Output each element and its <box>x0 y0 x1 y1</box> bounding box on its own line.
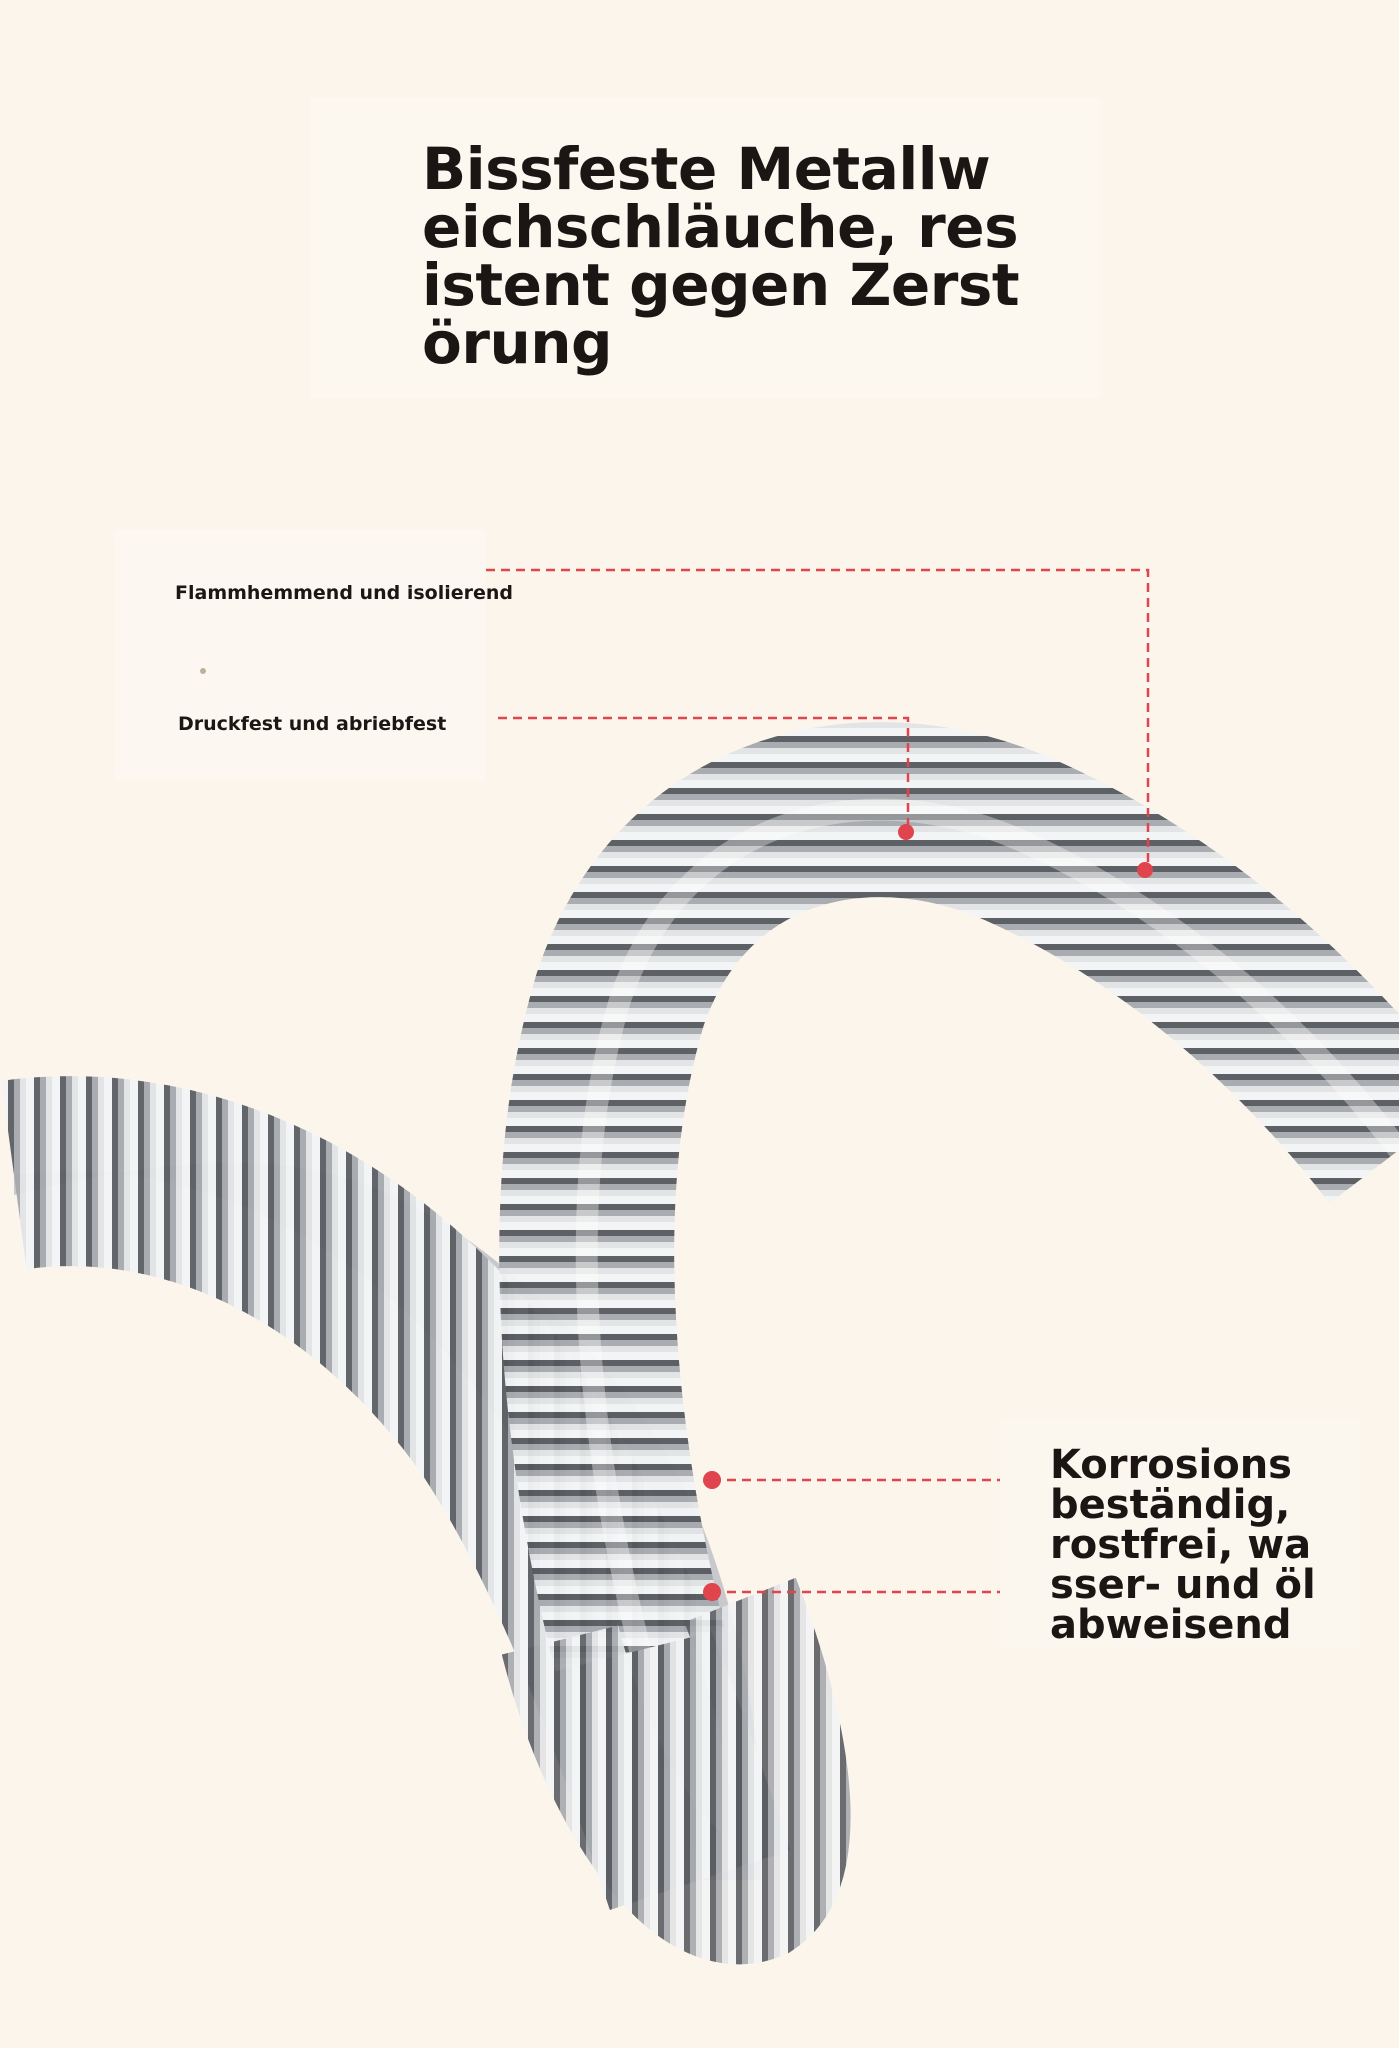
flame-retardant-label: Flammhemmend und isolierend <box>175 582 513 604</box>
callout-dot-corrosion-1 <box>703 1471 721 1489</box>
callout-dot-corrosion-2 <box>703 1583 721 1601</box>
dust-speck <box>200 668 206 674</box>
callout-lines <box>486 568 1150 1594</box>
corrosion-resistant-label: Korrosions beständig, rostfrei, wa sser-… <box>1050 1442 1316 1648</box>
label-backdrop <box>115 530 485 780</box>
callout-dots <box>703 824 1153 1601</box>
page-title: Bissfeste Metallw eichschläuche, res ist… <box>422 135 1020 377</box>
corrosion-backdrop <box>1000 1418 1360 1648</box>
title-backdrop <box>310 98 1100 398</box>
callout-dot-pressure <box>898 824 914 840</box>
hose-arch-segment <box>499 722 1399 1672</box>
pressure-resistant-label: Druckfest und abriebfest <box>178 713 447 735</box>
callout-dot-flame <box>1137 862 1153 878</box>
